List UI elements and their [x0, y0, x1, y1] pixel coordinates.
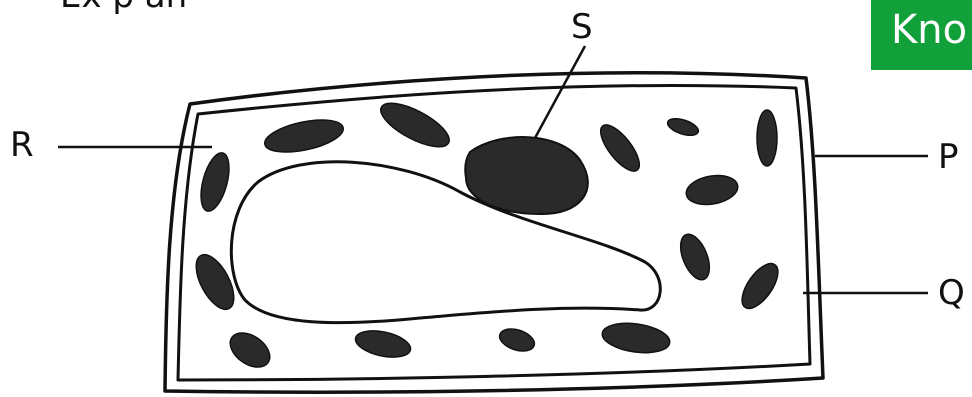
chloroplast: [666, 115, 701, 138]
cell-membrane: [178, 85, 810, 380]
chloroplast: [497, 325, 537, 355]
chloroplast: [196, 150, 235, 214]
chloroplast: [224, 326, 276, 374]
chloroplast: [757, 110, 777, 166]
chloroplast: [353, 326, 413, 361]
chloroplast: [375, 95, 455, 155]
chloroplast: [675, 230, 715, 283]
vacuole: [231, 162, 660, 323]
label-s: S: [571, 10, 593, 44]
nucleus: [465, 137, 588, 214]
leader-line-s: [535, 46, 585, 138]
chloroplast: [594, 119, 646, 177]
chloroplast: [735, 258, 784, 314]
label-q: Q: [938, 276, 965, 310]
chloroplasts: [189, 95, 785, 374]
chloroplast: [600, 319, 671, 356]
chloroplast: [262, 114, 346, 158]
chloroplast: [189, 249, 242, 315]
chloroplast: [684, 172, 740, 209]
label-p: P: [938, 140, 959, 174]
label-r: R: [10, 128, 34, 162]
